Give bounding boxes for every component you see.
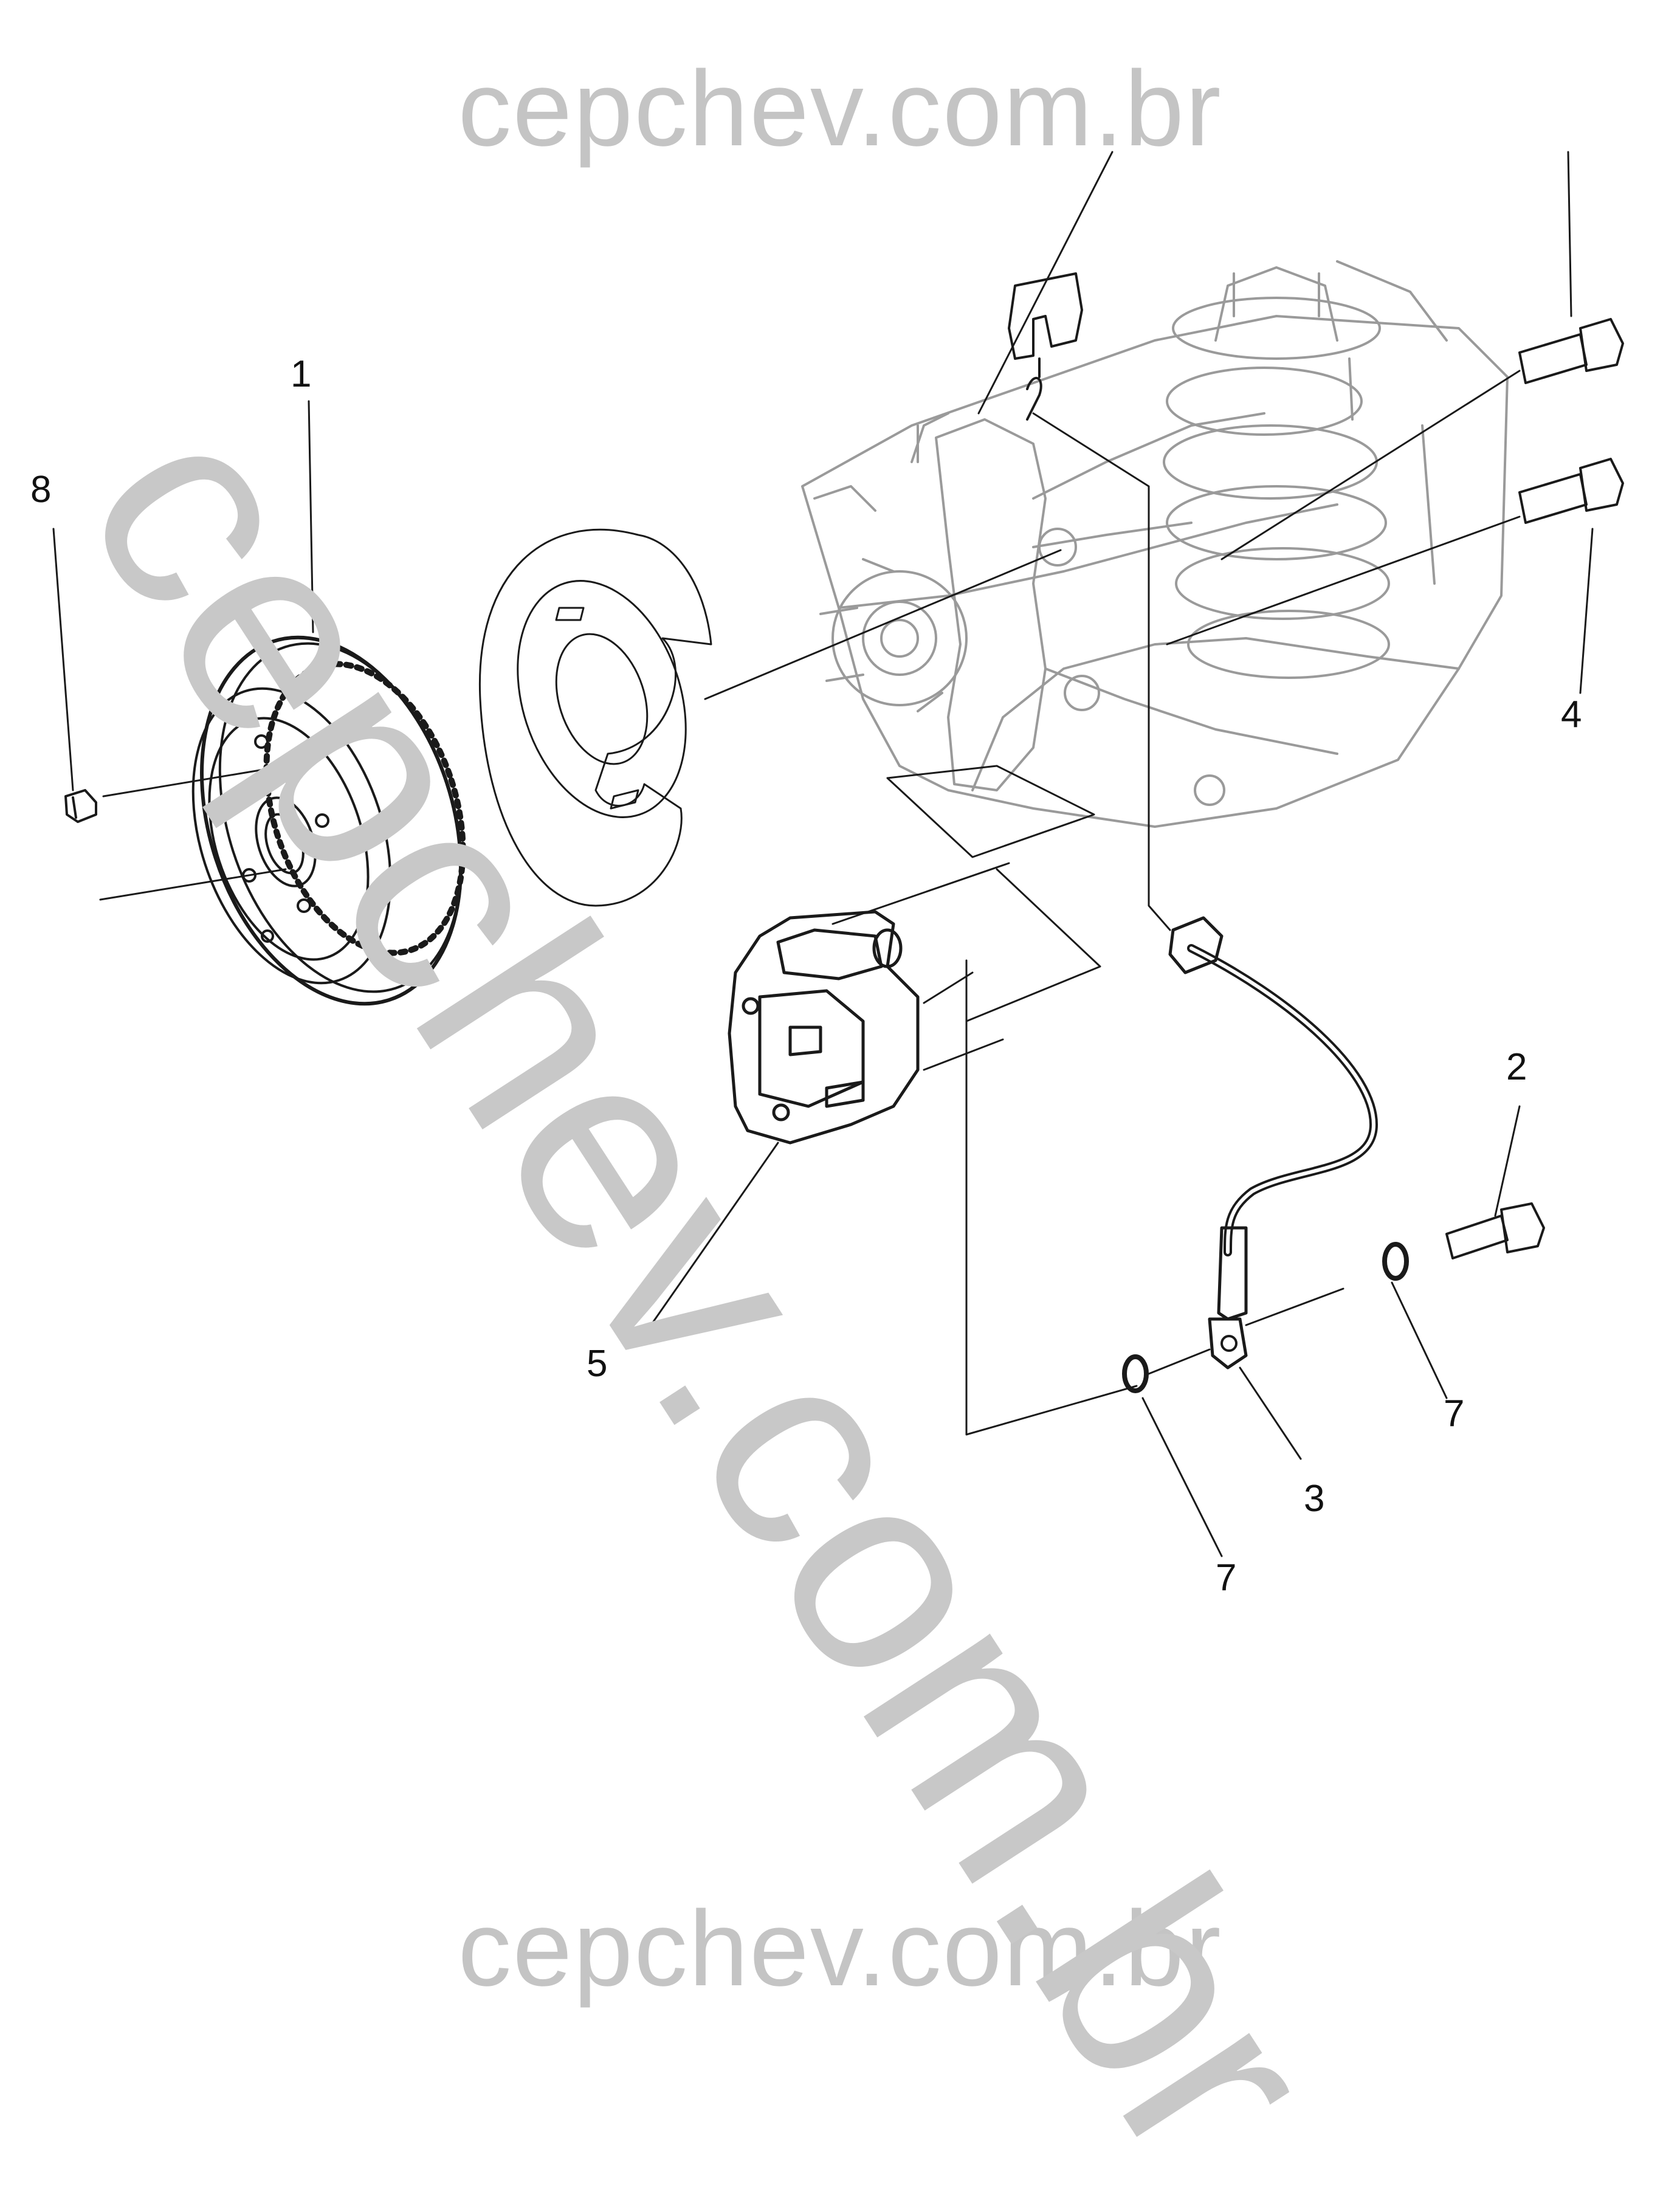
sealing-washer-upper (1382, 1242, 1409, 1281)
brake-backing-plate (478, 528, 712, 907)
callout-7-lower: 7 (1216, 1557, 1237, 1599)
callout-5: 5 (587, 1343, 608, 1385)
brake-rotor (191, 635, 466, 1006)
exploded-parts-diagram: cepchev.com.br cepchev.com.br cepchev.co… (26, 49, 1624, 2212)
suspension-assembly-background (801, 260, 1509, 828)
callout-7-right: 7 (1444, 1393, 1465, 1435)
brake-hose-clip (1008, 272, 1083, 421)
sealing-washer-lower (1122, 1354, 1149, 1393)
leader-lines (52, 151, 1594, 1557)
callout-4: 4 (1561, 694, 1582, 736)
caliper-mounting-bolt-2 (1445, 1202, 1545, 1259)
wheel-stud-plug (64, 789, 97, 823)
parts-line-art (52, 151, 1624, 1557)
knuckle-bolt-upper (1518, 318, 1624, 384)
watermark-top: cepchev.com.br (458, 49, 1222, 168)
callout-8: 8 (30, 469, 52, 511)
knuckle-bolt-4 (1518, 458, 1624, 524)
callout-3: 3 (1304, 1478, 1325, 1520)
watermark-bottom: cepchev.com.br (458, 1889, 1222, 2008)
brake-hose (1168, 916, 1378, 1370)
brake-caliper (728, 910, 920, 1145)
callout-2: 2 (1506, 1046, 1527, 1088)
callout-1: 1 (291, 353, 312, 395)
